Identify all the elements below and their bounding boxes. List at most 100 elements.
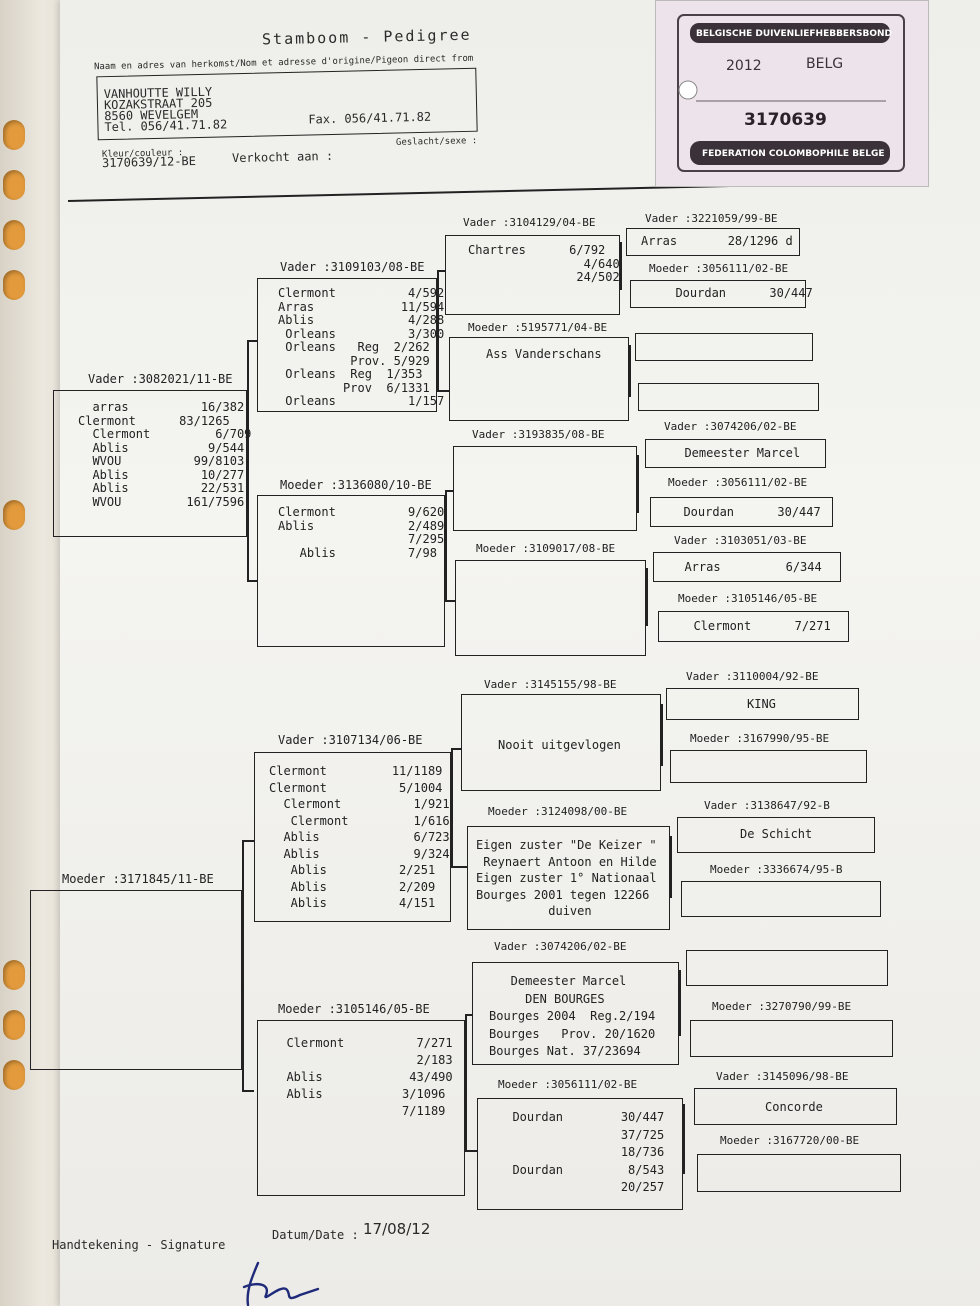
connector bbox=[670, 836, 672, 898]
g4-label-1: Vader :3221059/99-BE bbox=[645, 212, 778, 225]
connector bbox=[465, 1014, 473, 1016]
g4-label-6: Moeder :3056111/02-BE bbox=[668, 476, 808, 489]
g4-label-12: Moeder :3336674/95-B bbox=[710, 863, 843, 876]
g3-mvm-box: Eigen zuster "De Keizer " Reynaert Antoo… bbox=[467, 826, 670, 930]
g2-mm-label: Moeder :3105146/05-BE bbox=[278, 1002, 430, 1016]
g3-mvm-label: Moeder :3124098/00-BE bbox=[488, 805, 628, 818]
g3-mmv-box: Demeester Marcel DEN BOURGES Bourges 200… bbox=[472, 962, 679, 1065]
g4-text-8: Clermont 7/271 bbox=[679, 619, 831, 633]
g4-box-3 bbox=[635, 333, 813, 361]
g4-text-9: KING bbox=[747, 697, 776, 711]
punch-hole bbox=[3, 1010, 25, 1040]
g4-label-2: Moeder :3056111/02-BE bbox=[649, 262, 789, 275]
connector bbox=[451, 748, 453, 866]
g3-mmv-label: Vader :3074206/02-BE bbox=[494, 940, 627, 953]
g1-vader-box: arras 16/382 Clermont 83/1265 Clermont 6… bbox=[53, 390, 251, 537]
connector bbox=[451, 866, 467, 868]
punch-hole bbox=[3, 120, 25, 150]
g2-vv-results: Clermont 4/592 Arras 11/594 Ablis 4/288 … bbox=[278, 286, 445, 408]
punch-hole bbox=[3, 270, 25, 300]
g3-vmv-box bbox=[453, 446, 637, 531]
g2-vv-box: Clermont 4/592 Arras 11/594 Ablis 4/288 … bbox=[257, 278, 444, 412]
punch-hole bbox=[3, 220, 25, 250]
stamp-frame bbox=[677, 14, 905, 172]
g2-mv-results: Clermont 11/1189 Clermont 5/1004 Clermon… bbox=[269, 764, 450, 910]
connector bbox=[629, 345, 631, 397]
g3-vmm-box bbox=[455, 560, 646, 656]
g4-label-16: Moeder :3167720/00-BE bbox=[720, 1134, 860, 1147]
g4-label-9: Vader :3110004/92-BE bbox=[686, 670, 819, 683]
g4-label-8: Moeder :3105146/05-BE bbox=[678, 592, 818, 605]
address-box: VANHOUTTE WILLY KOZAKSTRAAT 205 8560 WEV… bbox=[96, 67, 478, 141]
g2-mv-box: Clermont 11/1189 Clermont 5/1004 Clermon… bbox=[254, 752, 451, 922]
g3-mvv-results: Nooit uitgevlogen bbox=[498, 738, 621, 752]
g4-box-14 bbox=[690, 1020, 893, 1057]
g3-vvm-box: Ass Vanderschans bbox=[449, 337, 629, 421]
stamp-country: BELG bbox=[806, 56, 844, 72]
g2-mm-box: Clermont 7/271 2/183 Ablis 43/490 Ablis … bbox=[257, 1020, 465, 1196]
g4-box-8: Clermont 7/271 bbox=[658, 611, 849, 642]
g4-text-11: De Schicht bbox=[740, 827, 813, 841]
g3-vvm-results: Ass Vanderschans bbox=[486, 347, 602, 361]
g4-box-13 bbox=[686, 950, 888, 986]
g3-mmv-results: Demeester Marcel DEN BOURGES Bourges 200… bbox=[489, 974, 656, 1058]
g2-vm-results: Clermont 9/620 Ablis 2/489 7/295 Ablis 7… bbox=[278, 505, 445, 560]
connector bbox=[445, 600, 455, 602]
stamp-year: 2012 bbox=[726, 58, 762, 74]
connector bbox=[465, 1014, 467, 1150]
connector bbox=[661, 704, 663, 766]
g1-moeder-label: Moeder :3171845/11-BE bbox=[62, 872, 214, 886]
g4-label-11: Vader :3138647/92-B bbox=[704, 799, 830, 812]
page-title: Stamboom - Pedigree bbox=[261, 25, 472, 49]
g4-text-5: Demeester Marcel bbox=[670, 446, 801, 460]
connector bbox=[242, 840, 254, 842]
connector bbox=[242, 1090, 254, 1092]
g4-box-1: Arras 28/1296 d bbox=[626, 228, 800, 256]
g4-box-15: Concorde bbox=[694, 1088, 897, 1125]
g4-label-10: Moeder :3167990/95-BE bbox=[690, 732, 830, 745]
g3-vvm-label: Moeder :5195771/04-BE bbox=[468, 321, 608, 334]
g4-box-9: KING bbox=[666, 688, 859, 720]
g4-box-7: Arras 6/344 bbox=[653, 552, 841, 582]
g2-vm-label: Moeder :3136080/10-BE bbox=[280, 478, 432, 492]
g4-box-4 bbox=[638, 383, 819, 411]
g2-vv-label: Vader :3109103/08-BE bbox=[280, 260, 425, 274]
g2-mm-results: Clermont 7/271 2/183 Ablis 43/490 Ablis … bbox=[286, 1036, 453, 1118]
g3-vmv-label: Vader :3193835/08-BE bbox=[472, 428, 605, 441]
date-value: 17/08/12 bbox=[363, 1220, 431, 1238]
g4-text-6: Dourdan 30/447 bbox=[669, 505, 821, 519]
date-label: Datum/Date : bbox=[272, 1228, 359, 1242]
g3-mvv-label: Vader :3145155/98-BE bbox=[484, 678, 617, 691]
g3-vmm-label: Moeder :3109017/08-BE bbox=[476, 542, 616, 555]
g3-mvv-box: Nooit uitgevlogen bbox=[461, 694, 661, 791]
connector bbox=[679, 970, 681, 1036]
g4-label-7: Vader :3103051/03-BE bbox=[674, 534, 807, 547]
punch-hole bbox=[3, 500, 25, 530]
g3-vvv-results: Chartres 6/792 4/640 24/502 bbox=[468, 243, 620, 284]
binder-sleeve bbox=[0, 0, 70, 1306]
g4-text-7: Arras 6/344 bbox=[670, 560, 822, 574]
g3-mvm-results: Eigen zuster "De Keizer " Reynaert Antoo… bbox=[476, 838, 657, 918]
g3-mmm-label: Moeder :3056111/02-BE bbox=[498, 1078, 638, 1091]
connector bbox=[637, 455, 639, 513]
g4-box-2: Dourdan 30/447 bbox=[630, 280, 813, 308]
sex-label: Geslacht/sexe : bbox=[395, 136, 478, 148]
g4-box-16 bbox=[697, 1154, 901, 1192]
g4-box-11: De Schicht bbox=[677, 817, 875, 853]
connector bbox=[247, 580, 257, 582]
g2-mv-label: Vader :3107134/06-BE bbox=[278, 733, 423, 747]
g4-text-15: Concorde bbox=[765, 1100, 823, 1114]
connector bbox=[620, 242, 622, 290]
g4-label-14: Moeder :3270790/99-BE bbox=[712, 1000, 852, 1013]
g3-vvv-box: Chartres 6/792 4/640 24/502 bbox=[445, 235, 620, 315]
g4-label-5: Vader :3074206/02-BE bbox=[664, 420, 797, 433]
connector bbox=[437, 270, 445, 272]
ring-number: 3170639/12-BE bbox=[101, 153, 197, 171]
g4-box-6: Dourdan 30/447 bbox=[650, 497, 833, 527]
g4-box-12 bbox=[681, 881, 881, 917]
g1-moeder-box bbox=[30, 890, 242, 1070]
stamp-top-text: BELGISCHE DUIVENLIEFHEBBERSBOND bbox=[696, 29, 893, 39]
connector bbox=[451, 748, 461, 750]
g1-vader-results: arras 16/382 Clermont 83/1265 Clermont 6… bbox=[78, 400, 252, 509]
connector bbox=[646, 568, 648, 626]
